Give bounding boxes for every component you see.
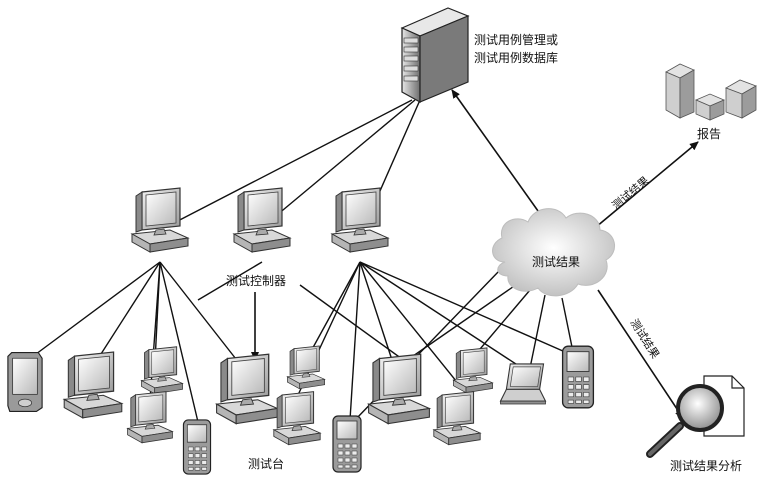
bench-desktop-2-icon — [141, 346, 183, 395]
arrow-cloud-to-report — [589, 141, 699, 233]
bench-phone-1-icon — [182, 419, 212, 475]
cloud-label: 测试结果 — [532, 254, 580, 269]
bench-desktop-9-icon — [433, 391, 481, 446]
pda-device-icon — [7, 351, 43, 413]
database-label-line2: 测试用例数据库 — [474, 50, 558, 65]
bench-desktop-4-icon — [215, 353, 279, 425]
bench-desktop-1-icon — [63, 351, 123, 419]
controllers-label: 测试控制器 — [226, 273, 286, 288]
analysis-label: 测试结果分析 — [670, 458, 742, 473]
bench-laptop-icon — [499, 363, 547, 405]
bench-desktop-3-icon — [127, 391, 173, 444]
edge-label-to-report: 测试结果 — [610, 174, 652, 212]
test-results-cloud-icon — [492, 208, 615, 297]
edge-label-to-analysis: 测试结果 — [627, 317, 661, 361]
test-bench-label: 测试台 — [248, 456, 284, 471]
bench-phone-2-icon — [332, 415, 362, 473]
arrows — [251, 89, 699, 419]
analysis-magnifier-icon — [646, 375, 745, 458]
bench-desktop-8-icon — [452, 347, 494, 394]
controller-2-computer-icon — [233, 187, 291, 253]
arrow-cloud-to-analysis — [597, 289, 684, 419]
database-label-line1: 测试用例管理或 — [474, 32, 558, 47]
database-server-icon — [400, 7, 470, 104]
bench-phone-3-icon — [561, 345, 595, 409]
controller-1-computer-icon — [131, 187, 189, 253]
report-label: 报告 — [697, 126, 721, 141]
report-icon — [665, 63, 757, 121]
bench-desktop-6-icon — [273, 391, 321, 446]
arrow-cloud-to-database — [451, 89, 549, 226]
bench-desktop-5-icon — [286, 345, 326, 390]
controller-3-computer-icon — [331, 187, 389, 253]
bench-desktop-7-icon — [367, 353, 431, 425]
